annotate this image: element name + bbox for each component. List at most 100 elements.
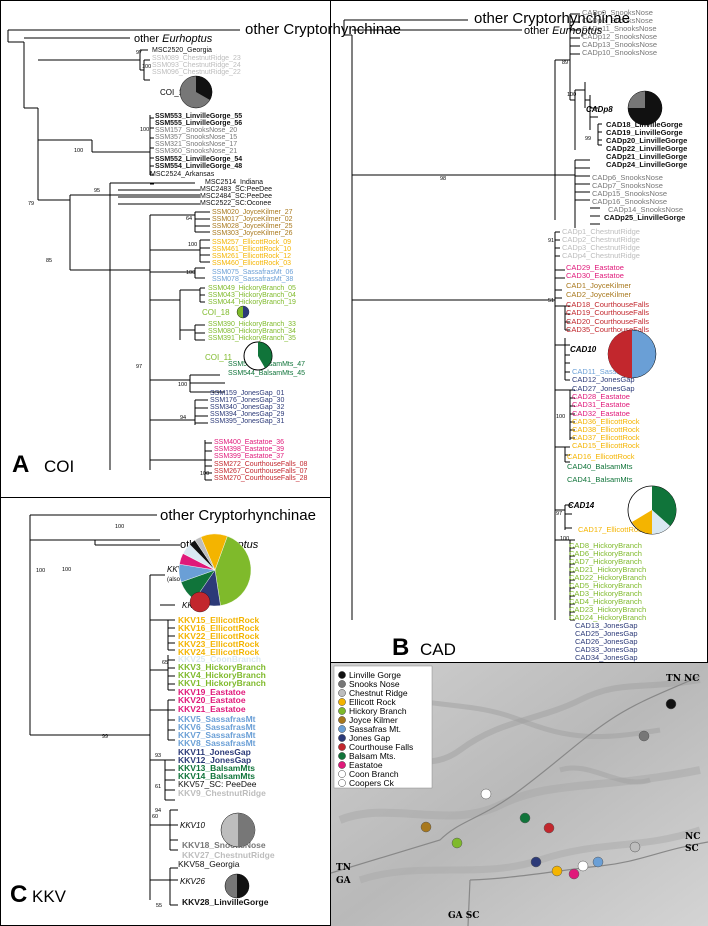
tip-label: CAD28_Eastatoe bbox=[572, 392, 630, 401]
tip-label: MSC2514_Indiana bbox=[205, 179, 263, 186]
map-label-nc: NC bbox=[685, 832, 700, 842]
tip-label: KKV14_BalsamMts bbox=[178, 771, 255, 781]
dot-chestnut-ridge bbox=[629, 841, 641, 853]
tip-label: SSM089_ChestnutRidge_23 bbox=[152, 55, 241, 62]
tip-label: SSM017_JoyceKilmer_02 bbox=[212, 216, 293, 223]
tip-label: KKV15_EllicottRock bbox=[178, 615, 260, 625]
legend-swatch bbox=[338, 779, 346, 787]
legend-label: Ellicott Rock bbox=[349, 697, 397, 707]
tip-label: SSM394_JonesGap_29 bbox=[210, 411, 284, 418]
b-pie-cad10 bbox=[607, 329, 657, 379]
tip-label: SSM553_LinvilleGorge_55 bbox=[155, 113, 242, 120]
legend-label: Joyce Kilmer bbox=[349, 715, 398, 725]
tip-label: KKV18_SnooksNose bbox=[182, 840, 266, 850]
tip-label: CADp13_SnooksNose bbox=[582, 40, 657, 49]
tip-label: MSC2522_SC:Oconee bbox=[200, 200, 271, 207]
tip-label: KKV4_HickoryBranch bbox=[178, 670, 266, 680]
tip-label: MSC2483_SC:PeeDee bbox=[200, 186, 272, 193]
tip-label: CAD8_HickoryBranch bbox=[569, 541, 642, 550]
tip-label: SSM078_SassafrasMt_38 bbox=[212, 276, 293, 283]
legend-box bbox=[333, 665, 433, 789]
legend-label: Eastatoe bbox=[349, 760, 383, 770]
c-pie-kkv17 bbox=[189, 591, 211, 613]
panel-a-tree bbox=[7, 29, 240, 481]
tip-label: SSM028_JoyceKilmer_25 bbox=[212, 223, 293, 230]
tip-label: CADp3_ChestnutRidge bbox=[562, 243, 640, 252]
panel-c-name: KKV bbox=[32, 887, 67, 906]
support-value: 97 bbox=[136, 364, 142, 370]
a-clade-label-coi18: COI_18 bbox=[202, 308, 230, 317]
tip-label: CADp10_SnooksNose bbox=[582, 48, 657, 57]
b-outgroup-label: other Cryptorhynchinae bbox=[474, 10, 630, 27]
tip-label: SSM400_Eastatoe_36 bbox=[214, 439, 284, 446]
tip-label: SSM049_HickoryBranch_05 bbox=[208, 285, 296, 292]
tip-label: CAD22_HickoryBranch bbox=[569, 573, 646, 582]
tip-label: CAD21_HickoryBranch bbox=[569, 565, 646, 574]
support-value: 100 bbox=[62, 567, 71, 573]
tip-label: SSM398_Eastatoe_39 bbox=[214, 446, 284, 453]
legend-swatch bbox=[338, 770, 346, 778]
legend-swatch bbox=[338, 689, 346, 697]
support-value: 51 bbox=[548, 298, 554, 304]
tip-label: CAD6_HickoryBranch bbox=[569, 549, 642, 558]
c-clade-label-kkv2: KKV2 bbox=[167, 565, 188, 574]
legend-label: Hickory Branch bbox=[349, 706, 407, 716]
legend-swatch bbox=[338, 698, 346, 706]
legend-swatch bbox=[338, 671, 346, 679]
tip-label: KKV27_ChestnutRidge bbox=[182, 850, 275, 860]
tip-label: CAD26_JonesGap bbox=[575, 637, 638, 646]
tip-label: CAD2_JoyceKilmer bbox=[566, 290, 632, 299]
support-value: 85 bbox=[46, 258, 52, 264]
panel-b-letter: B bbox=[392, 634, 409, 661]
b-pie-cadp8 bbox=[627, 90, 663, 126]
tip-label: CAD15_EllicottRock bbox=[572, 441, 640, 450]
tip-label: KKV11_JonesGap bbox=[178, 747, 251, 757]
panel-b-name: CAD bbox=[420, 640, 456, 659]
tip-label: SSM552_LinvilleGorge_54 bbox=[155, 156, 242, 163]
tip-label: SSM096_ChestnutRidge_22 bbox=[152, 69, 241, 76]
dot-coopers-ck bbox=[480, 788, 492, 800]
panel-a-tips: MSC2520_GeorgiaSSM089_ChestnutRidge_23SS… bbox=[150, 47, 307, 482]
dot-coon-branch bbox=[577, 860, 589, 872]
tip-label: SSM272_CourthouseFalls_08 bbox=[214, 461, 307, 468]
support-value: 89 bbox=[562, 60, 568, 66]
tip-label: KKV21_Eastatoe bbox=[178, 704, 246, 714]
tip-label: CADp20_LinvilleGorge bbox=[606, 136, 687, 145]
legend-swatch bbox=[338, 743, 346, 751]
support-value: 100 bbox=[142, 64, 151, 70]
tip-label: KKV16_EllicottRock bbox=[178, 623, 260, 633]
legend-swatch bbox=[338, 707, 346, 715]
tip-label: CADp21_LinvilleGorge bbox=[606, 152, 687, 161]
a-pie-coi18 bbox=[236, 305, 250, 319]
support-value: 79 bbox=[28, 201, 34, 207]
tip-label: CAD1_JoyceKilmer bbox=[566, 281, 632, 290]
support-value: 61 bbox=[155, 784, 161, 790]
dot-hickory-branch bbox=[451, 837, 463, 849]
support-value: 99 bbox=[102, 734, 108, 740]
support-value: 65 bbox=[162, 660, 168, 666]
tip-label: CADp4_ChestnutRidge bbox=[562, 251, 640, 260]
tip-label: MSC2524_Arkansas bbox=[150, 171, 215, 178]
tip-label: KKV25_CoonBranch bbox=[178, 654, 261, 664]
support-value: 98 bbox=[440, 176, 446, 182]
b-other-eurhoptus: other Eurhoptus bbox=[524, 25, 603, 37]
tip-label: SSM544_BalsamMts_45 bbox=[228, 370, 305, 377]
support-value: 64 bbox=[186, 216, 192, 222]
b-clade-label-cadp8: CADp8 bbox=[586, 105, 613, 114]
a-pie-coi16 bbox=[179, 75, 213, 109]
support-value: 100 bbox=[556, 414, 565, 420]
tip-label: CADp22_LinvilleGorge bbox=[606, 144, 687, 153]
tip-label: CAD33_JonesGap bbox=[575, 645, 638, 654]
pie-slice bbox=[214, 535, 252, 606]
map-locality-dots bbox=[420, 698, 677, 880]
tip-label: CAD38_EllicottRock bbox=[572, 425, 640, 434]
dot-courthouse-falls bbox=[543, 822, 555, 834]
dot-snooks-nose bbox=[638, 730, 650, 742]
tip-label: CAD37_EllicottRock bbox=[572, 433, 640, 442]
tip-label: CADp16_SnooksNose bbox=[592, 197, 667, 206]
tip-label: CAD35_CourthouseFalls bbox=[566, 325, 649, 334]
legend-label: Coopers Ck bbox=[349, 778, 395, 788]
